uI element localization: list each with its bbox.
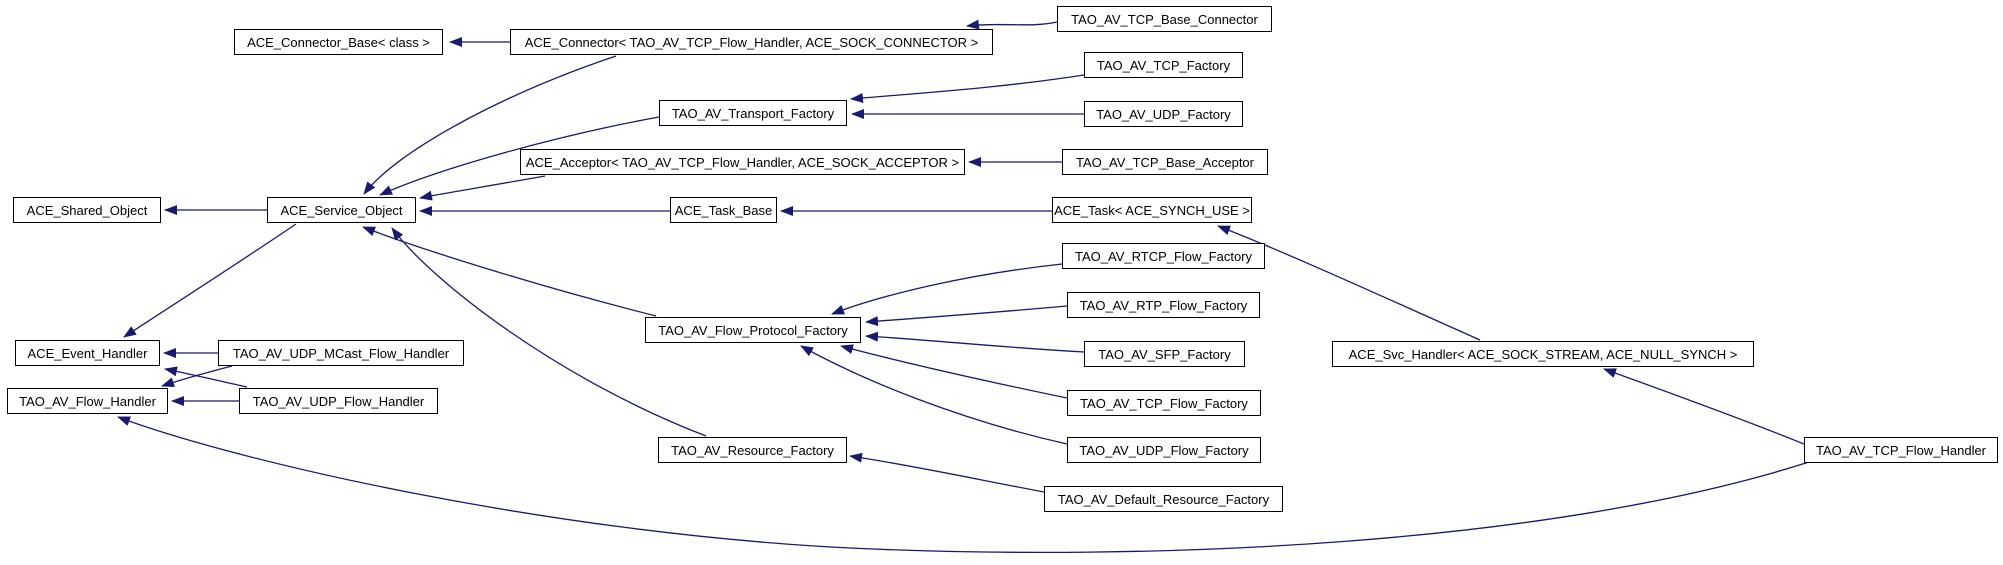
node-ace-connector-base[interactable]: ACE_Connector_Base< class > [234,29,443,55]
node-ace-task[interactable]: ACE_Task< ACE_SYNCH_USE > [1052,197,1252,223]
edge-tao-av-udp-flow-handler-to-ace-event-handler [164,366,248,388]
node-tao-av-flow-handler[interactable]: TAO_AV_Flow_Handler [7,388,168,414]
edge-ace-svc-handler-to-ace-task [1217,225,1481,341]
node-tao-av-tcp-base-acceptor[interactable]: TAO_AV_TCP_Base_Acceptor [1062,149,1268,175]
edge-tao-av-rtcp-flow-factory-to-tao-av-flow-protocol-factory [831,263,1063,315]
node-ace-task-base[interactable]: ACE_Task_Base [670,197,777,223]
node-ace-svc-handler[interactable]: ACE_Svc_Handler< ACE_SOCK_STREAM, ACE_NU… [1332,341,1754,367]
node-ace-service-object[interactable]: ACE_Service_Object [267,197,416,223]
node-tao-av-tcp-flow-factory[interactable]: TAO_AV_TCP_Flow_Factory [1067,390,1261,416]
edge-tao-av-default-resource-factory-to-tao-av-resource-factory [849,452,1045,493]
node-tao-av-sfp-factory[interactable]: TAO_AV_SFP_Factory [1084,341,1245,367]
node-tao-av-resource-factory[interactable]: TAO_AV_Resource_Factory [658,437,847,463]
node-tao-av-transport-factory[interactable]: TAO_AV_Transport_Factory [659,100,847,126]
inheritance-edges [117,19,1810,554]
edge-tao-av-sfp-factory-to-tao-av-flow-protocol-factory [865,331,1085,353]
node-ace-connector[interactable]: ACE_Connector< TAO_AV_TCP_Flow_Handler, … [510,29,993,55]
edge-ace-acceptor-to-ace-service-object [419,175,546,201]
edge-tao-av-udp-flow-factory-to-tao-av-flow-protocol-factory [800,345,1068,445]
edge-tao-av-tcp-factory-to-tao-av-transport-factory [850,74,1085,103]
edge-ace-connector-to-ace-service-object [363,55,617,195]
edge-tao-av-flow-protocol-factory-to-ace-service-object [362,226,657,317]
node-tao-av-udp-flow-factory[interactable]: TAO_AV_UDP_Flow_Factory [1067,437,1261,463]
edge-ace-service-object-to-ace-event-handler [123,223,297,338]
node-tao-av-rtcp-flow-factory[interactable]: TAO_AV_RTCP_Flow_Factory [1062,243,1265,269]
node-tao-av-udp-factory[interactable]: TAO_AV_UDP_Factory [1084,101,1243,127]
edge-tao-av-resource-factory-to-ace-service-object [391,227,707,437]
node-tao-av-tcp-base-connector[interactable]: TAO_AV_TCP_Base_Connector [1057,6,1272,32]
edge-tao-av-tcp-flow-handler-to-ace-svc-handler [1603,368,1805,445]
node-ace-shared-object[interactable]: ACE_Shared_Object [13,197,161,223]
node-tao-av-flow-protocol-factory[interactable]: TAO_AV_Flow_Protocol_Factory [645,317,861,343]
node-ace-event-handler[interactable]: ACE_Event_Handler [15,340,160,366]
edge-tao-av-udp-mcast-flow-handler-to-tao-av-flow-handler [161,365,233,387]
node-tao-av-rtp-flow-factory[interactable]: TAO_AV_RTP_Flow_Factory [1067,292,1260,318]
node-tao-av-tcp-flow-handler[interactable]: TAO_AV_TCP_Flow_Handler [1804,437,1998,463]
node-ace-acceptor[interactable]: ACE_Acceptor< TAO_AV_TCP_Flow_Handler, A… [520,149,965,175]
edge-tao-av-tcp-base-connector-to-ace-connector [966,19,1058,30]
node-tao-av-tcp-factory[interactable]: TAO_AV_TCP_Factory [1084,52,1243,78]
node-tao-av-udp-mcast-flow-handler[interactable]: TAO_AV_UDP_MCast_Flow_Handler [218,340,464,366]
edge-tao-av-rtp-flow-factory-to-tao-av-flow-protocol-factory [865,305,1068,327]
node-tao-av-udp-flow-handler[interactable]: TAO_AV_UDP_Flow_Handler [239,388,438,414]
node-tao-av-default-resource-factory[interactable]: TAO_AV_Default_Resource_Factory [1044,486,1283,512]
edge-tao-av-transport-factory-to-ace-service-object [379,116,660,196]
edge-tao-av-tcp-flow-handler-to-tao-av-flow-handler [117,416,1810,554]
edge-tao-av-tcp-flow-factory-to-tao-av-flow-protocol-factory [840,344,1068,399]
